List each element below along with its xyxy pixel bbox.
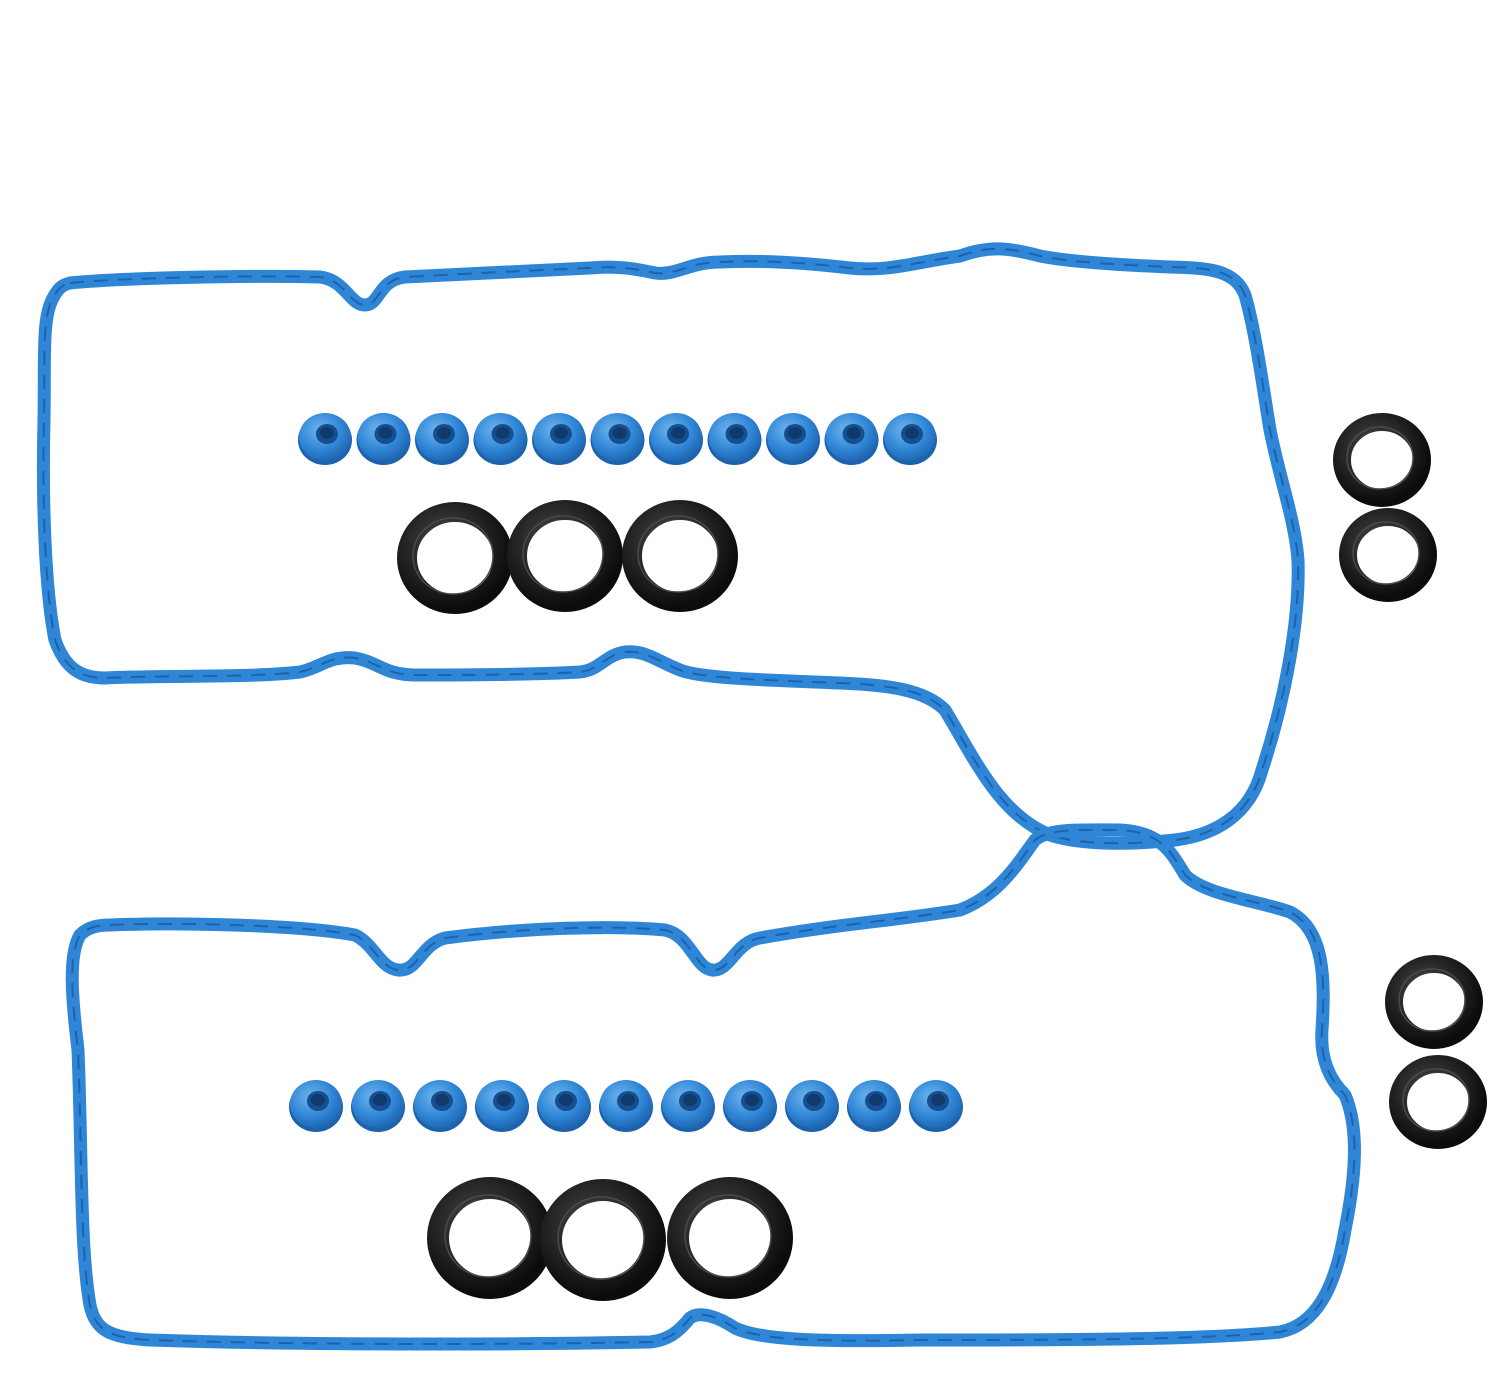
upper-large-oil-seal <box>622 500 738 612</box>
side-oil-seal <box>1389 1055 1487 1149</box>
lower-tube-seal <box>413 1080 467 1132</box>
upper-tube-seal <box>415 413 469 465</box>
lower-tube-seal <box>475 1080 529 1132</box>
upper-tube-seal <box>883 413 937 465</box>
upper-tube-seal <box>473 413 528 465</box>
upper-large-oil-seal <box>507 500 623 612</box>
lower-tube-seal <box>537 1080 591 1132</box>
upper-tube-seal <box>766 413 820 465</box>
lower-tube-seal <box>909 1080 963 1132</box>
upper-tube-seal <box>298 413 352 465</box>
upper-large-seals <box>397 500 738 614</box>
upper-tube-seal <box>590 413 645 465</box>
side-oil-seal <box>1333 413 1431 507</box>
upper-tube-seal <box>356 413 411 465</box>
side-seals <box>1333 413 1487 1149</box>
lower-large-seals <box>427 1177 793 1301</box>
lower-tube-seal <box>723 1080 777 1132</box>
lower-spark-plug-tube-seals <box>289 1080 963 1132</box>
lower-tube-seal <box>661 1080 715 1132</box>
lower-tube-seal <box>289 1080 343 1132</box>
upper-tube-seal <box>824 413 879 465</box>
lower-tube-seal <box>785 1080 839 1132</box>
lower-gasket-inner-bead <box>71 828 1356 1346</box>
lower-tube-seal <box>599 1080 653 1132</box>
upper-spark-plug-tube-seals <box>298 413 937 465</box>
upper-tube-seal <box>649 413 703 465</box>
side-oil-seal <box>1385 955 1483 1049</box>
lower-tube-seal <box>847 1080 901 1132</box>
upper-large-oil-seal <box>397 502 513 614</box>
lower-large-oil-seal <box>540 1179 666 1301</box>
lower-large-oil-seal <box>667 1177 793 1299</box>
upper-gasket-inner-bead <box>42 247 1300 845</box>
upper-tube-seal <box>707 413 762 465</box>
upper-tube-seal <box>532 413 586 465</box>
lower-tube-seal <box>351 1080 405 1132</box>
side-oil-seal <box>1339 508 1437 602</box>
